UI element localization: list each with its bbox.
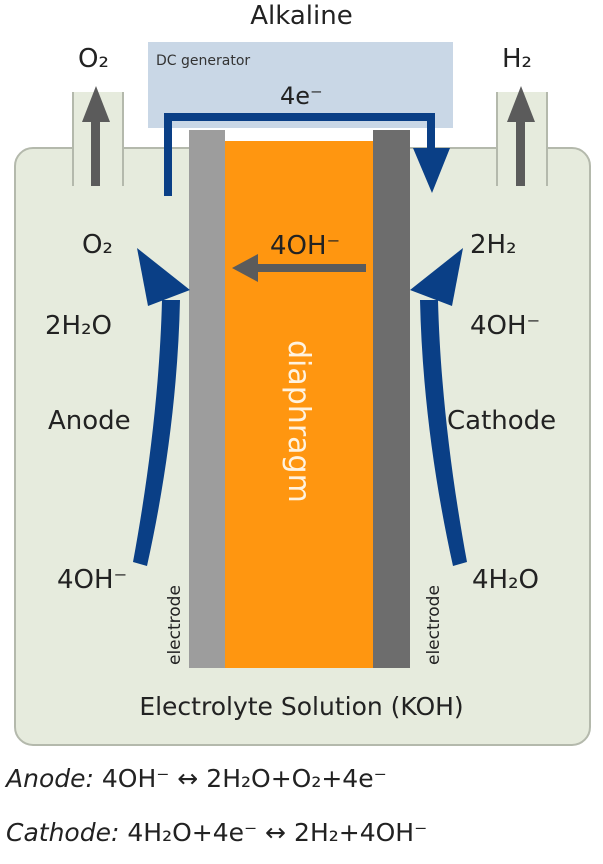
o2-outlet-label: O₂ [78, 44, 109, 74]
cathode-electrode-label: electrode [424, 585, 444, 665]
dc-generator-label: DC generator [156, 53, 251, 69]
electrolyte-label: Electrolyte Solution (KOH) [139, 692, 464, 721]
diaphragm-membrane [225, 141, 373, 668]
hydroxide-transfer-arrow-icon [232, 254, 366, 282]
h2-outlet-label: H₂ [502, 44, 532, 74]
cathode-reactant: 4H₂O [472, 565, 539, 595]
cathode-equation: Cathode: 4H₂O+4e⁻ ↔ 2H₂+4OH⁻ [6, 818, 427, 847]
anode-label: Anode [48, 406, 131, 436]
electron-flow-label: 4e⁻ [280, 82, 323, 110]
cathode-product-h2: 2H₂ [470, 230, 517, 260]
cathode-equation-name: Cathode: [6, 818, 120, 847]
hydroxide-transfer-label: 4OH⁻ [270, 231, 341, 261]
cathode-electrode [373, 130, 410, 668]
anode-electrode [189, 130, 225, 668]
anode-electrode-label: electrode [165, 585, 185, 665]
anode-equation: Anode: 4OH⁻ ↔ 2H₂O+O₂+4e⁻ [6, 764, 387, 793]
h2-outlet-arrow-icon [507, 86, 535, 186]
anode-reaction-arrow-icon [133, 248, 190, 566]
electron-wire-arrow-icon [164, 113, 450, 196]
cathode-reaction-arrow-icon [410, 248, 467, 566]
cathode-label: Cathode [447, 406, 557, 436]
anode-product-o2: O₂ [82, 230, 113, 260]
o2-outlet-arrow-icon [82, 86, 110, 186]
anode-equation-name: Anode: [6, 764, 94, 793]
anode-reactant: 4OH⁻ [57, 565, 128, 595]
anode-product-water: 2H₂O [45, 311, 112, 341]
cathode-product-hydroxide: 4OH⁻ [470, 311, 541, 341]
anode-equation-reaction: 4OH⁻ ↔ 2H₂O+O₂+4e⁻ [101, 764, 387, 793]
cathode-equation-reaction: 4H₂O+4e⁻ ↔ 2H₂+4OH⁻ [127, 818, 428, 847]
diagram-title: Alkaline [250, 1, 353, 31]
diaphragm-label: diaphragm [281, 340, 316, 503]
